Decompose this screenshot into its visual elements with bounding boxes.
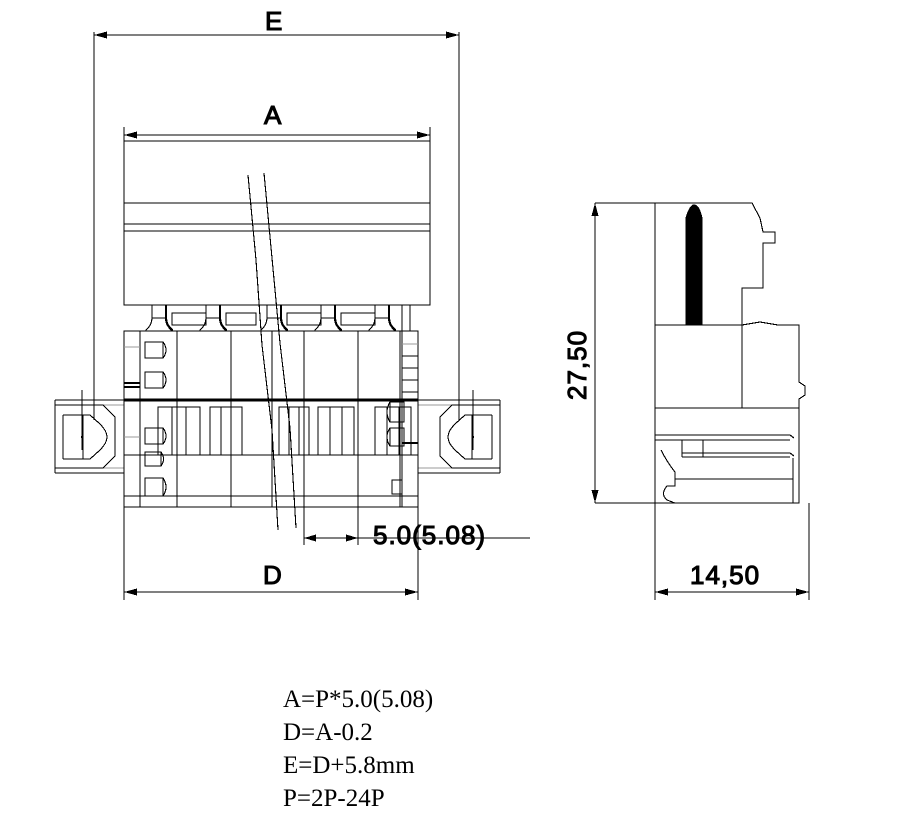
arrow-pitch-left	[304, 534, 316, 542]
side-view	[654, 202, 806, 504]
arrow-D-left	[124, 588, 137, 596]
wire-slot-1	[157, 406, 201, 456]
pin-4-stem	[320, 304, 336, 319]
side-latch-profile	[660, 449, 676, 504]
lug-left-1-cap	[162, 341, 167, 359]
lug-left-2	[144, 371, 164, 389]
dimension-label-height: 27,50	[562, 330, 592, 400]
ear-left-outline	[55, 404, 116, 469]
note-line-1: A=P*5.0(5.08)	[283, 686, 433, 713]
front-view	[54, 140, 501, 531]
arrow-E-right	[446, 31, 459, 39]
base-body-outline	[123, 330, 419, 508]
dimension-label-A: A	[264, 100, 282, 130]
break-lines	[247, 172, 297, 531]
pin-5-stem	[374, 304, 390, 319]
wire-slot-5	[374, 406, 412, 456]
pin-3-stem	[266, 304, 282, 319]
dimension-label-D: D	[263, 560, 283, 590]
wire-entry-slots	[157, 406, 412, 456]
break-line-left	[247, 174, 279, 531]
arrow-D-right	[405, 588, 418, 596]
side-mid-right-profile	[741, 321, 806, 408]
lug-left-2-cap	[162, 371, 167, 389]
dimension-height	[591, 202, 660, 504]
dimension-label-E: E	[265, 6, 283, 36]
dimension-E	[93, 31, 460, 420]
lug-right-2	[389, 427, 405, 447]
pin-2-bridge	[225, 312, 257, 326]
front-base-body	[123, 330, 419, 508]
notes-block: A=P*5.0(5.08) D=A-0.2 E=D+5.8mm P=2P-24P	[283, 686, 433, 812]
pin-2-stem	[205, 304, 221, 319]
arrow-E-left	[94, 31, 107, 39]
dimension-D	[123, 507, 419, 600]
dimension-A	[123, 127, 431, 146]
arrow-height-bottom	[591, 490, 599, 503]
arrow-height-top	[591, 203, 599, 216]
arrow-pitch-right	[346, 534, 358, 542]
wire-slot-3	[278, 406, 310, 456]
arrow-A-left	[124, 131, 137, 139]
ear-left-slot	[63, 414, 108, 460]
lug-left-4	[144, 451, 162, 467]
ear-right-outline	[439, 404, 500, 469]
lug-left-5	[144, 477, 164, 497]
dimension-pitch	[303, 507, 530, 545]
side-base-slot-tip-a	[789, 434, 795, 439]
mounting-ear-left	[55, 390, 116, 469]
side-contact-pin	[685, 204, 703, 326]
lug-left-1	[144, 341, 164, 359]
lug-left-3	[144, 427, 164, 445]
lug-right-3	[391, 479, 403, 495]
dimension-depth	[654, 503, 810, 600]
ear-right-slot	[447, 414, 492, 460]
arrow-depth-left	[655, 588, 668, 596]
arrow-depth-right	[796, 588, 809, 596]
lug-right-1	[389, 401, 405, 423]
wire-slot-2	[209, 406, 243, 456]
side-base-slot-tip-b	[789, 452, 795, 457]
note-line-4: P=2P-24P	[283, 785, 385, 812]
mounting-ear-right	[439, 390, 500, 469]
note-line-3: E=D+5.8mm	[283, 752, 415, 779]
break-line-right	[263, 172, 297, 529]
lug-left-5-cap	[162, 477, 167, 497]
pin-1-stem	[151, 304, 167, 319]
dimension-label-depth: 14,50	[690, 560, 760, 590]
dimension-label-pitch: 5.0(5.08)	[373, 520, 486, 550]
lug-left-4-cap	[160, 451, 165, 467]
lug-left-3-cap	[162, 427, 167, 445]
arrow-A-right	[417, 131, 430, 139]
wire-slot-4	[317, 406, 355, 456]
note-line-2: D=A-0.2	[283, 719, 373, 746]
